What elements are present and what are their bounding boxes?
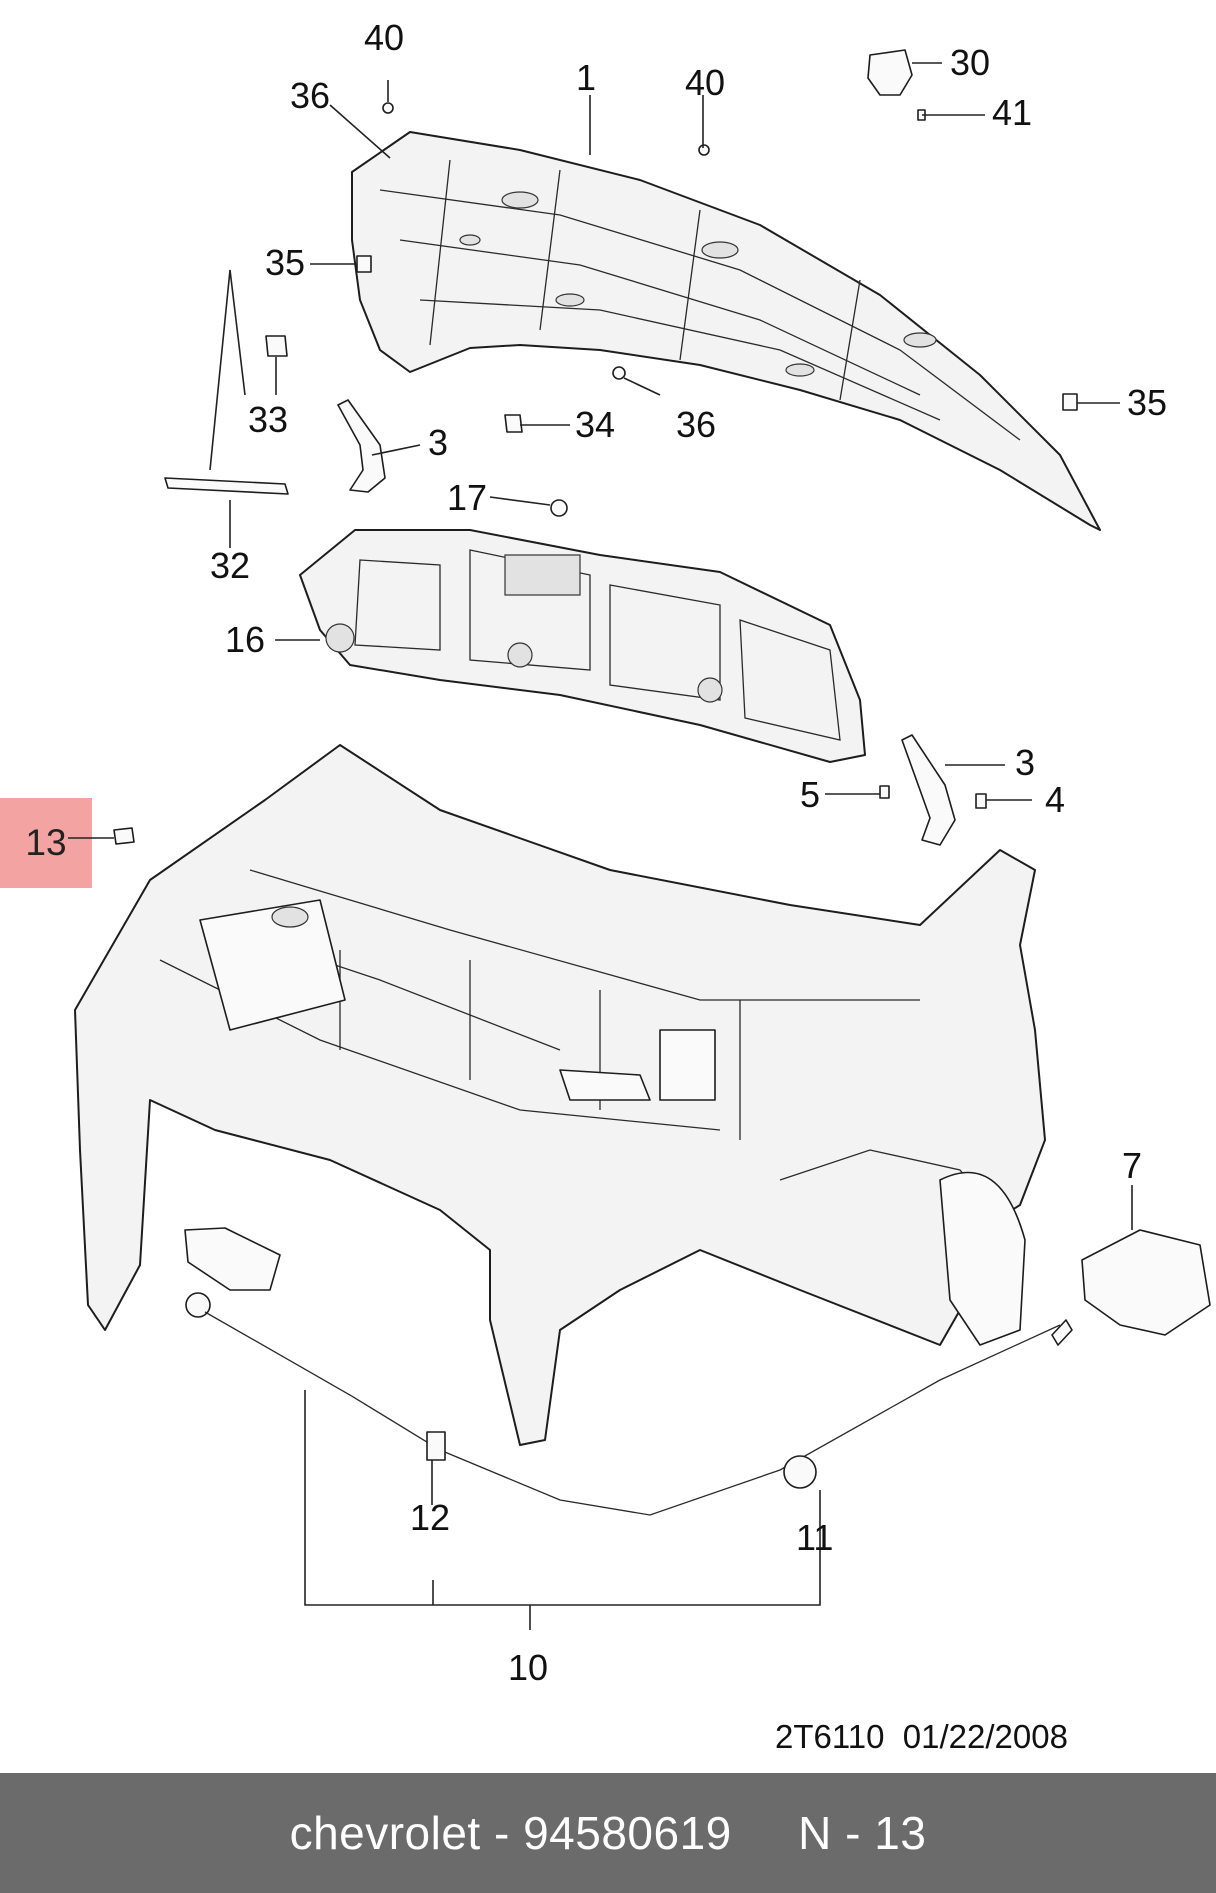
callout-16: 16 <box>225 619 265 660</box>
footer-caption: chevrolet - 94580619 N - 13 <box>289 1807 927 1859</box>
callout-17: 17 <box>447 477 487 518</box>
callout-3-lower: 3 <box>1015 742 1035 783</box>
callout-32: 32 <box>210 545 250 586</box>
callout-4: 4 <box>1045 779 1065 820</box>
callout-35-right: 35 <box>1127 382 1167 423</box>
small-parts <box>113 49 1211 1516</box>
callout-7: 7 <box>1122 1145 1142 1186</box>
exploded-parts-diagram: 1 3 3 4 5 7 10 11 12 16 17 30 32 33 34 3… <box>68 17 1211 1755</box>
callout-40-right: 40 <box>685 62 725 103</box>
callout-labels: 1 3 3 4 5 7 10 11 12 16 17 30 32 33 34 3… <box>210 17 1167 1755</box>
callout-36-mid: 36 <box>676 404 716 445</box>
callout-12: 12 <box>410 1497 450 1538</box>
callout-30: 30 <box>950 42 990 83</box>
leader-lines <box>68 62 1133 1630</box>
callout-36-top: 36 <box>290 75 330 116</box>
callout-11: 11 <box>796 1517 833 1558</box>
callout-3-upper: 3 <box>428 422 448 463</box>
front-body-structure <box>74 744 1046 1446</box>
hood-panel <box>351 131 1101 531</box>
callout-34: 34 <box>575 404 615 445</box>
drawing-reference: 2T6110 01/22/2008 <box>775 1718 1068 1755</box>
highlighted-callout-label: 13 <box>25 822 67 863</box>
callout-10: 10 <box>508 1647 548 1688</box>
callout-5: 5 <box>800 774 820 815</box>
footer-bar: chevrolet - 94580619 N - 13 <box>0 1773 1216 1893</box>
callout-33: 33 <box>248 399 288 440</box>
callout-35-left: 35 <box>265 242 305 283</box>
highlighted-callout-13[interactable]: 13 <box>0 798 92 888</box>
callout-1: 1 <box>576 57 596 98</box>
callout-41: 41 <box>992 92 1032 133</box>
callout-40-left: 40 <box>364 17 404 58</box>
hood-insulator <box>299 529 866 763</box>
